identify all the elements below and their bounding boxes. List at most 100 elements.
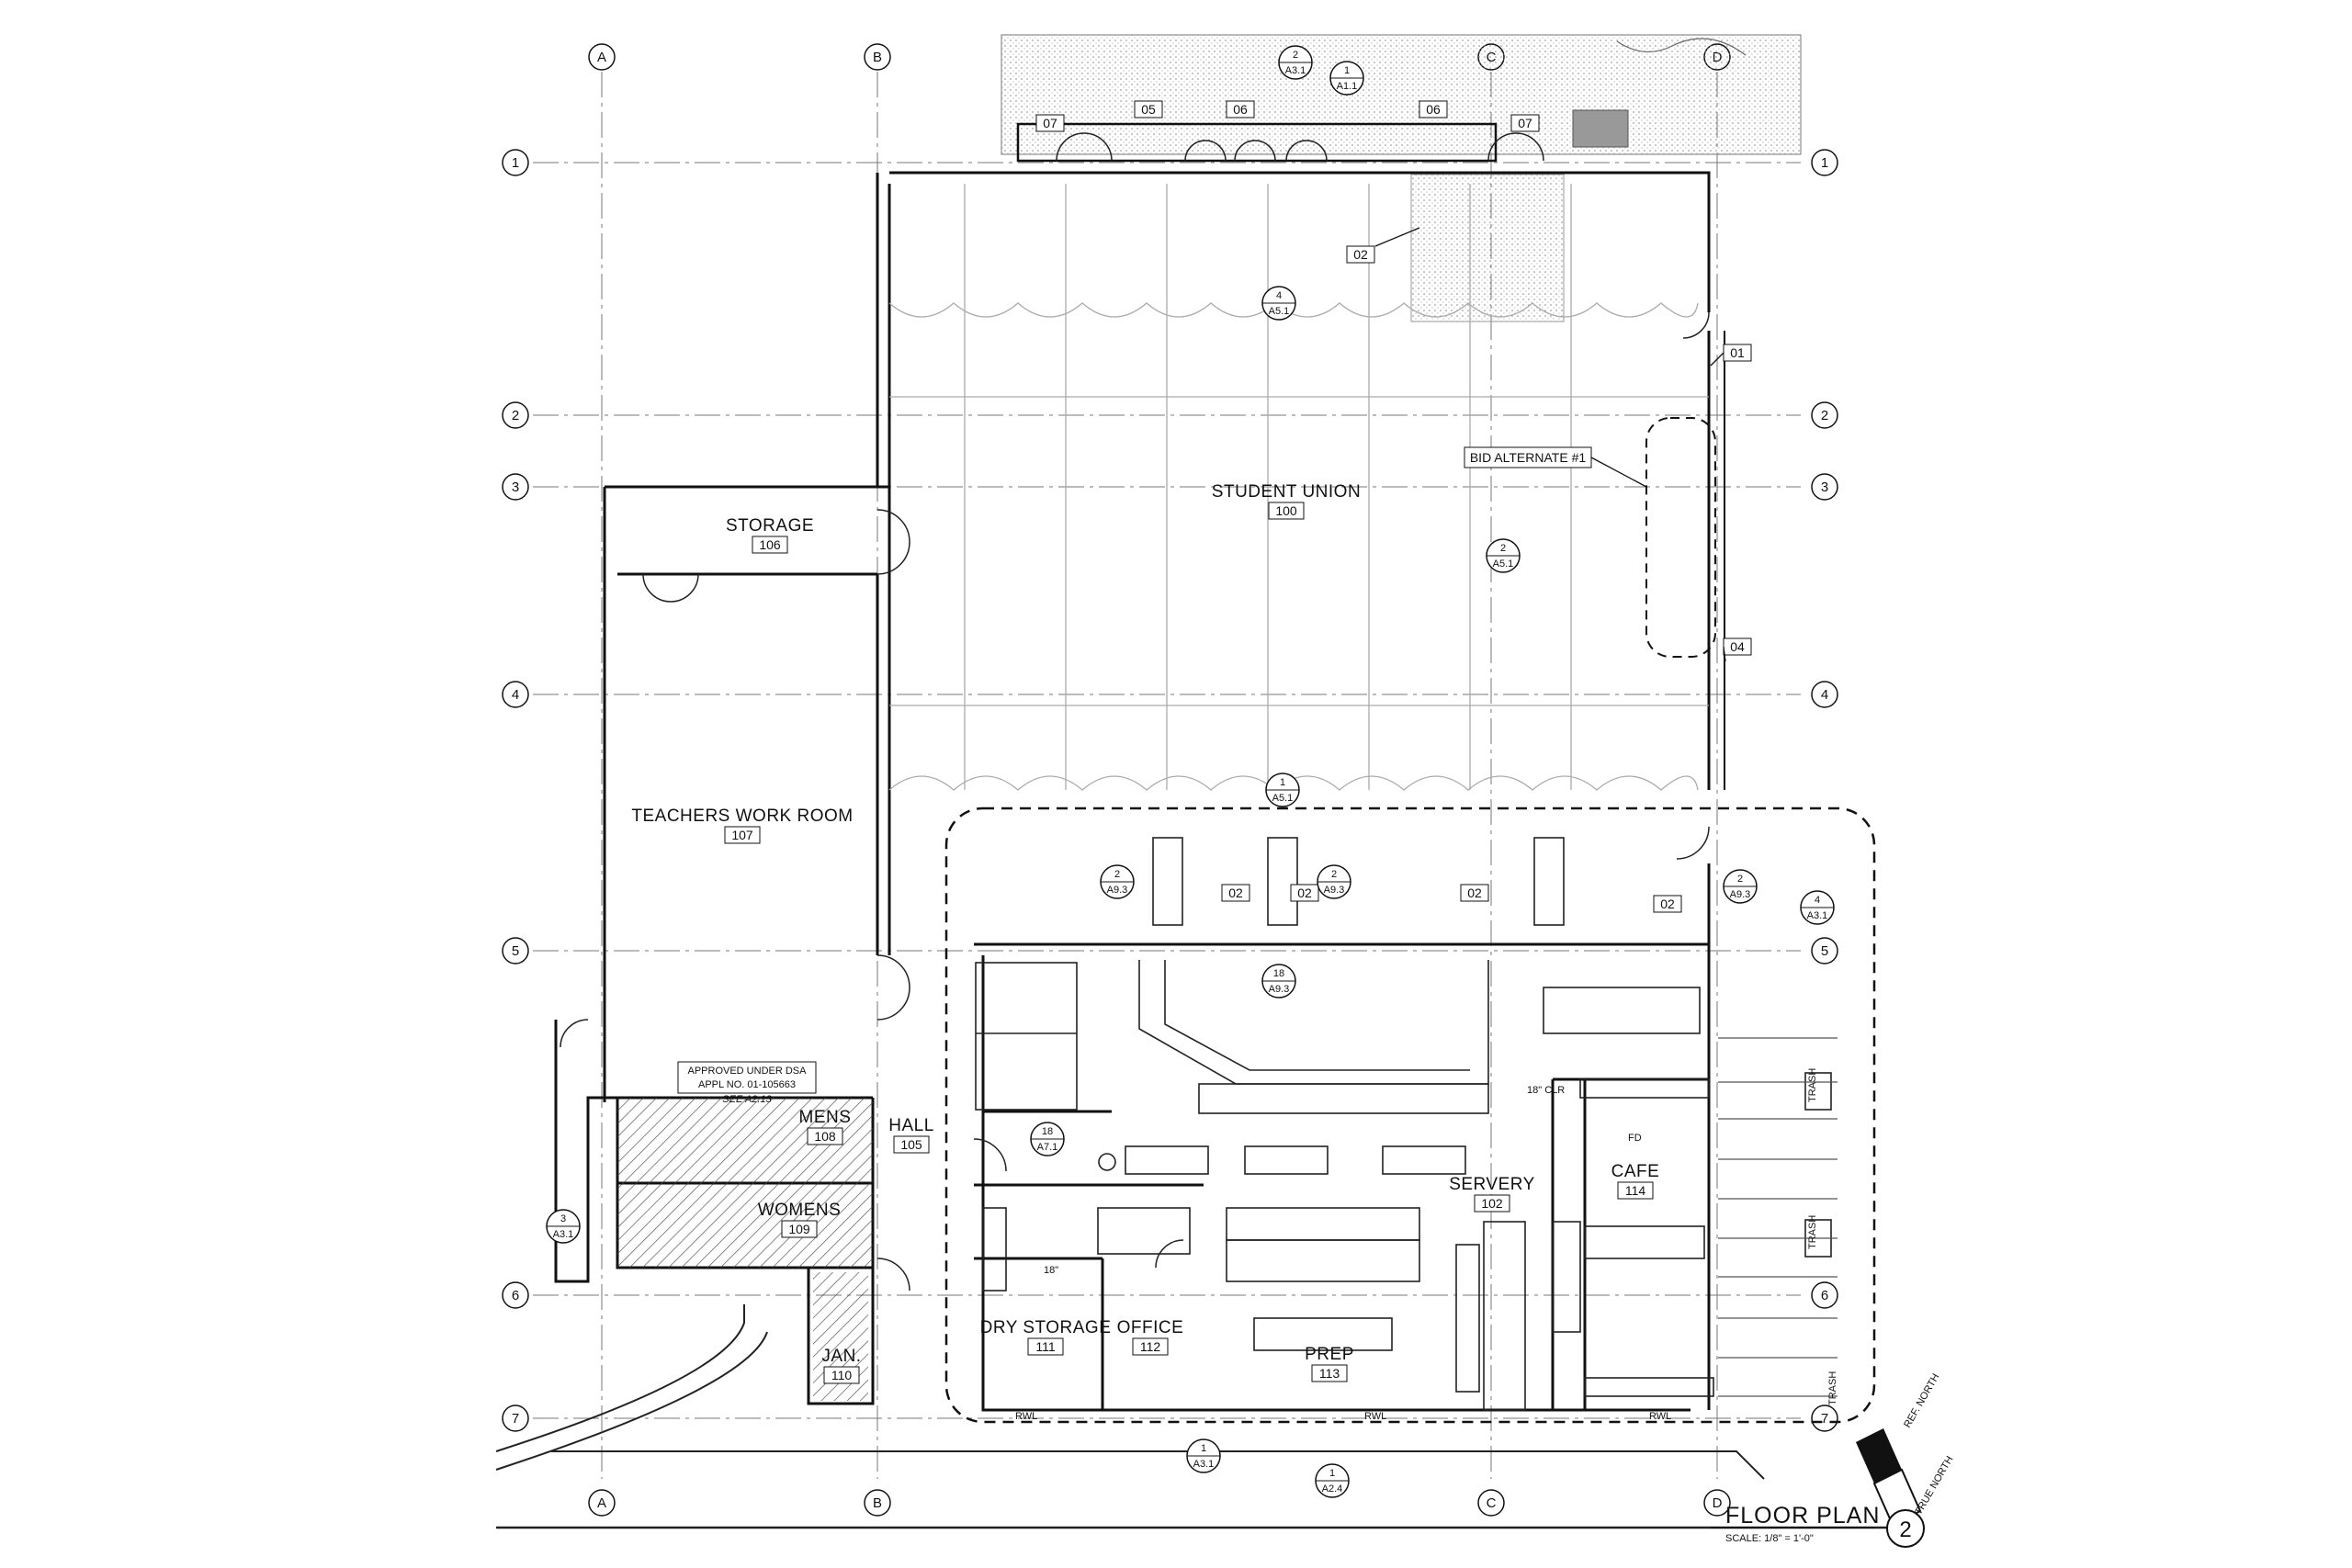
room-storage: STORAGE 106 — [726, 516, 814, 554]
svg-text:D: D — [1713, 1495, 1723, 1511]
svg-text:A1.1: A1.1 — [1337, 81, 1358, 92]
grid-bubble-row-6-right: 6 — [1811, 1281, 1838, 1309]
grid-bubble-col-b-bottom: B — [864, 1489, 891, 1517]
svg-text:5: 5 — [512, 943, 519, 959]
svg-text:114: 114 — [1625, 1183, 1646, 1198]
grid-bubble-row-1-right: 1 — [1811, 149, 1838, 176]
svg-text:SEE A2.13: SEE A2.13 — [722, 1094, 772, 1105]
room-janitor: JAN. 110 — [821, 1347, 861, 1384]
svg-text:05: 05 — [1141, 102, 1156, 117]
svg-text:CAFE: CAFE — [1611, 1162, 1660, 1181]
svg-text:02: 02 — [1297, 886, 1312, 900]
svg-text:A2.4: A2.4 — [1322, 1483, 1343, 1495]
room-teachers-work-room: TEACHERS WORK ROOM 107 — [631, 807, 853, 844]
svg-text:4: 4 — [512, 687, 519, 703]
svg-text:SERVERY: SERVERY — [1449, 1175, 1535, 1194]
svg-text:A3.1: A3.1 — [553, 1229, 574, 1240]
svg-text:112: 112 — [1140, 1339, 1161, 1354]
svg-text:2: 2 — [1114, 869, 1120, 880]
svg-text:1: 1 — [1344, 65, 1350, 76]
grid-bubble-row-4-right: 4 — [1811, 681, 1838, 708]
room-student-union: STUDENT UNION 100 — [1212, 482, 1361, 520]
trash-label-1: TRASH — [1807, 1068, 1818, 1102]
svg-text:A: A — [597, 50, 606, 65]
section-mark-1-a5-1: 1 A5.1 — [1265, 773, 1300, 807]
section-mark-4-a3-1: 4 A3.1 — [1800, 890, 1835, 925]
room-hall: HALL 105 — [888, 1116, 933, 1154]
exterior-paving — [1001, 34, 1802, 322]
svg-text:A3.1: A3.1 — [1285, 65, 1306, 76]
grid-bubble-col-a-bottom: A — [588, 1489, 616, 1517]
grid-bubble-row-4-left: 4 — [502, 681, 529, 708]
detail-mark-2-a9-3-a: 2 A9.3 — [1100, 864, 1135, 899]
svg-text:STUDENT UNION: STUDENT UNION — [1212, 482, 1361, 502]
svg-text:4: 4 — [1821, 687, 1828, 703]
room-office: OFFICE 112 — [1117, 1318, 1183, 1356]
keynote-tag-02-entry: 02 — [1346, 227, 1420, 264]
svg-text:A5.1: A5.1 — [1269, 306, 1290, 317]
svg-text:B: B — [873, 50, 882, 65]
svg-text:2: 2 — [1331, 869, 1337, 880]
room-womens: WOMENS 109 — [758, 1201, 842, 1238]
svg-text:APPL NO. 01-105663: APPL NO. 01-105663 — [698, 1079, 796, 1090]
svg-text:MENS: MENS — [799, 1108, 852, 1127]
grid-bubble-row-2-right: 2 — [1811, 401, 1838, 429]
svg-text:1: 1 — [1821, 155, 1828, 171]
keynote-tag-07-right: 07 — [1510, 114, 1540, 132]
svg-text:A5.1: A5.1 — [1272, 793, 1294, 804]
svg-text:A9.3: A9.3 — [1269, 984, 1290, 995]
clear-note-18: 18" — [1044, 1265, 1058, 1276]
floor-drain-label: FD — [1628, 1133, 1642, 1144]
keynote-tag-02-d: 02 — [1653, 895, 1682, 913]
drawing-scale: SCALE: 1/8" = 1'-0" — [1725, 1533, 1814, 1544]
entry-doors — [560, 132, 1710, 1292]
site-curves — [495, 1304, 1893, 1529]
svg-text:A7.1: A7.1 — [1037, 1142, 1058, 1153]
svg-text:110: 110 — [831, 1368, 853, 1382]
svg-text:111: 111 — [1035, 1339, 1055, 1354]
svg-text:APPROVED UNDER DSA: APPROVED UNDER DSA — [688, 1066, 808, 1077]
svg-text:2: 2 — [1821, 408, 1828, 423]
grid-bubble-row-7-left: 7 — [502, 1404, 529, 1432]
svg-text:2: 2 — [512, 408, 519, 423]
ceiling-scallops — [888, 184, 1709, 791]
keynote-tag-06-right: 06 — [1419, 100, 1448, 118]
grid-bubble-row-5-right: 5 — [1811, 937, 1838, 964]
room-servery: SERVERY 102 — [1449, 1175, 1535, 1213]
detail-mark-2-a9-3-b: 2 A9.3 — [1317, 864, 1351, 899]
grid-bubble-row-1-left: 1 — [502, 149, 529, 176]
svg-text:106: 106 — [759, 537, 781, 552]
keynote-tag-02-a: 02 — [1221, 884, 1250, 902]
grid-bubble-row-3-left: 3 — [502, 473, 529, 501]
cafe-lanes — [1718, 1037, 1838, 1397]
clear-note-18-clr: 18" CLR — [1527, 1085, 1565, 1096]
rwl-label-3: RWL — [1649, 1411, 1671, 1422]
detail-mark-2-a9-3-c: 2 A9.3 — [1723, 869, 1758, 904]
svg-text:A3.1: A3.1 — [1807, 910, 1828, 921]
grid-bubble-col-b-top: B — [864, 43, 891, 71]
svg-text:3: 3 — [560, 1213, 566, 1224]
svg-text:1: 1 — [512, 155, 519, 171]
svg-text:2: 2 — [1737, 874, 1743, 885]
svg-text:07: 07 — [1518, 116, 1532, 130]
keynote-tag-05: 05 — [1134, 100, 1163, 118]
svg-text:07: 07 — [1043, 116, 1057, 130]
svg-text:1: 1 — [1329, 1468, 1335, 1479]
svg-text:WOMENS: WOMENS — [758, 1201, 842, 1220]
svg-text:105: 105 — [900, 1137, 922, 1152]
keynote-tag-01: 01 — [1710, 344, 1752, 367]
kitchen-equipment — [975, 837, 1832, 1411]
svg-text:B: B — [873, 1495, 882, 1511]
svg-text:06: 06 — [1233, 102, 1248, 117]
svg-text:113: 113 — [1319, 1366, 1340, 1381]
grid-bubble-col-a-top: A — [588, 43, 616, 71]
svg-text:BID ALTERNATE #1: BID ALTERNATE #1 — [1470, 450, 1587, 465]
grid-bubble-row-7-right: 7 — [1811, 1404, 1838, 1432]
room-mens: MENS 108 — [799, 1108, 852, 1145]
svg-text:4: 4 — [1815, 895, 1820, 906]
restroom-hatch — [617, 1098, 873, 1401]
svg-text:C: C — [1487, 1495, 1497, 1511]
trash-label-3: TRASH — [1827, 1371, 1838, 1405]
grid-bubble-row-5-left: 5 — [502, 937, 529, 964]
